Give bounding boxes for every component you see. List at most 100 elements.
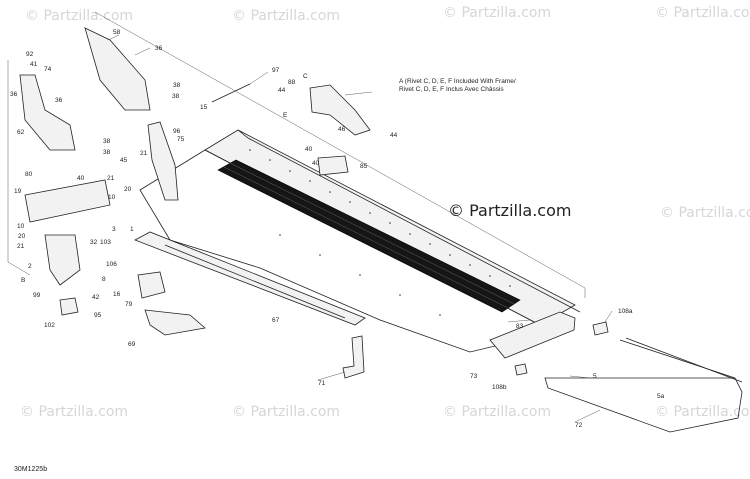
rear-bumper-plate: [489, 311, 576, 359]
callout: 41: [30, 61, 38, 68]
callout: 96: [173, 128, 181, 135]
front-crossmember: [24, 179, 111, 223]
footrest-bracket: [137, 271, 166, 299]
callout: B: [21, 277, 25, 284]
frame-envelope-line: [7, 60, 31, 276]
watermark: © Partzilla.com: [232, 404, 340, 420]
callout: 38: [172, 93, 180, 100]
clip-108a: [592, 321, 609, 336]
callout: 40: [312, 160, 320, 167]
callout: 95: [94, 312, 102, 319]
rear-bumper-loop-inner: [619, 339, 736, 379]
watermark: © Partzilla.com: [655, 404, 750, 420]
slide-strip: [217, 159, 521, 313]
watermark: © Partzilla.com: [25, 8, 133, 24]
rear-bumper-loop-inner: [625, 337, 743, 383]
callout: 67: [272, 317, 280, 324]
callout: 16: [113, 291, 121, 298]
callout: 44: [278, 87, 286, 94]
callout: 83: [516, 323, 524, 330]
callout: 103: [100, 239, 111, 246]
callout: 20: [124, 186, 132, 193]
diagram-code: 30M1225b: [14, 466, 47, 473]
watermark: © Partzilla.com: [443, 5, 551, 21]
callout: 5: [593, 373, 597, 380]
callout: 80: [25, 171, 33, 178]
lower-bracket: [44, 234, 81, 286]
callout: 10: [17, 223, 25, 230]
callout: C: [303, 73, 308, 80]
callout: 36: [155, 45, 163, 52]
bracket-85: [317, 155, 349, 176]
callout: 79: [125, 301, 133, 308]
callout: 74: [44, 66, 52, 73]
callout: 10: [108, 194, 116, 201]
watermark: © Partzilla.com: [660, 205, 750, 221]
callout: 38: [173, 82, 181, 89]
callout: 8: [102, 276, 106, 283]
clip-108b: [514, 363, 528, 376]
callout: 21: [17, 243, 25, 250]
frame-envelope-line: [94, 11, 586, 298]
callout: 42: [92, 294, 100, 301]
callout: 21: [140, 150, 148, 157]
callout: 72: [575, 422, 583, 429]
tunnel-rail: [237, 129, 581, 313]
callout: 36: [55, 97, 63, 104]
callout: 46: [338, 126, 346, 133]
watermark: © Partzilla.com: [655, 5, 750, 21]
callout-labels: 58 92 41 74 36 36 38 38 97 C 88 44 15 96…: [10, 29, 665, 429]
callout: 44: [390, 132, 398, 139]
callout: 99: [33, 292, 41, 299]
note-line-1: A (Rivet C, D, E, F Included With Frame/: [399, 78, 516, 85]
leader-lines: [107, 34, 613, 423]
callout: 20: [18, 233, 26, 240]
callout: 92: [26, 51, 34, 58]
callout: 15: [200, 104, 208, 111]
callout: 45: [120, 157, 128, 164]
callout: 3: [112, 226, 116, 233]
callout: 102: [44, 322, 55, 329]
callout: 71: [318, 380, 326, 387]
callout: 36: [10, 91, 18, 98]
strip-lines: [223, 162, 515, 309]
callout: 21: [107, 175, 115, 182]
callout: 2: [28, 263, 32, 270]
running-board-holes: [164, 244, 346, 319]
watermark-main: © Partzilla.com: [448, 201, 571, 220]
callout: 32: [90, 239, 98, 246]
skid-plate: [144, 309, 206, 336]
watermark: © Partzilla.com: [232, 8, 340, 24]
callout: 38: [103, 138, 111, 145]
callout: 40: [305, 146, 313, 153]
front-frame-upper: [84, 27, 151, 111]
callout: 73: [470, 373, 478, 380]
callout: 62: [17, 129, 25, 136]
note-line-2: Rivet C, D, E, F Inclus Avec Châssis: [399, 86, 504, 93]
watermark: © Partzilla.com: [443, 404, 551, 420]
callout: 5a: [657, 393, 665, 400]
callout: 88: [288, 79, 296, 86]
callout: 69: [128, 341, 136, 348]
tunnel-top: [204, 129, 576, 326]
callout: 40: [77, 175, 85, 182]
callout: 97: [272, 67, 280, 74]
front-frame-left: [19, 74, 76, 151]
running-board: [134, 231, 366, 326]
watermark: © Partzilla.com: [20, 404, 128, 420]
callout: 19: [14, 188, 22, 195]
steering-rod: [211, 83, 251, 103]
tunnel-side: [139, 149, 541, 353]
callout: 38: [103, 149, 111, 156]
small-plate: [59, 297, 79, 316]
callout: 58: [113, 29, 121, 36]
rear-upper-bracket: [309, 84, 371, 136]
mount-bracket-71: [342, 335, 365, 379]
callout: 108a: [618, 308, 633, 315]
callout: 75: [177, 136, 185, 143]
callout: 85: [360, 163, 368, 170]
rivet-row: [249, 149, 511, 316]
callout: 1: [130, 226, 134, 233]
callout: 108b: [492, 384, 507, 391]
